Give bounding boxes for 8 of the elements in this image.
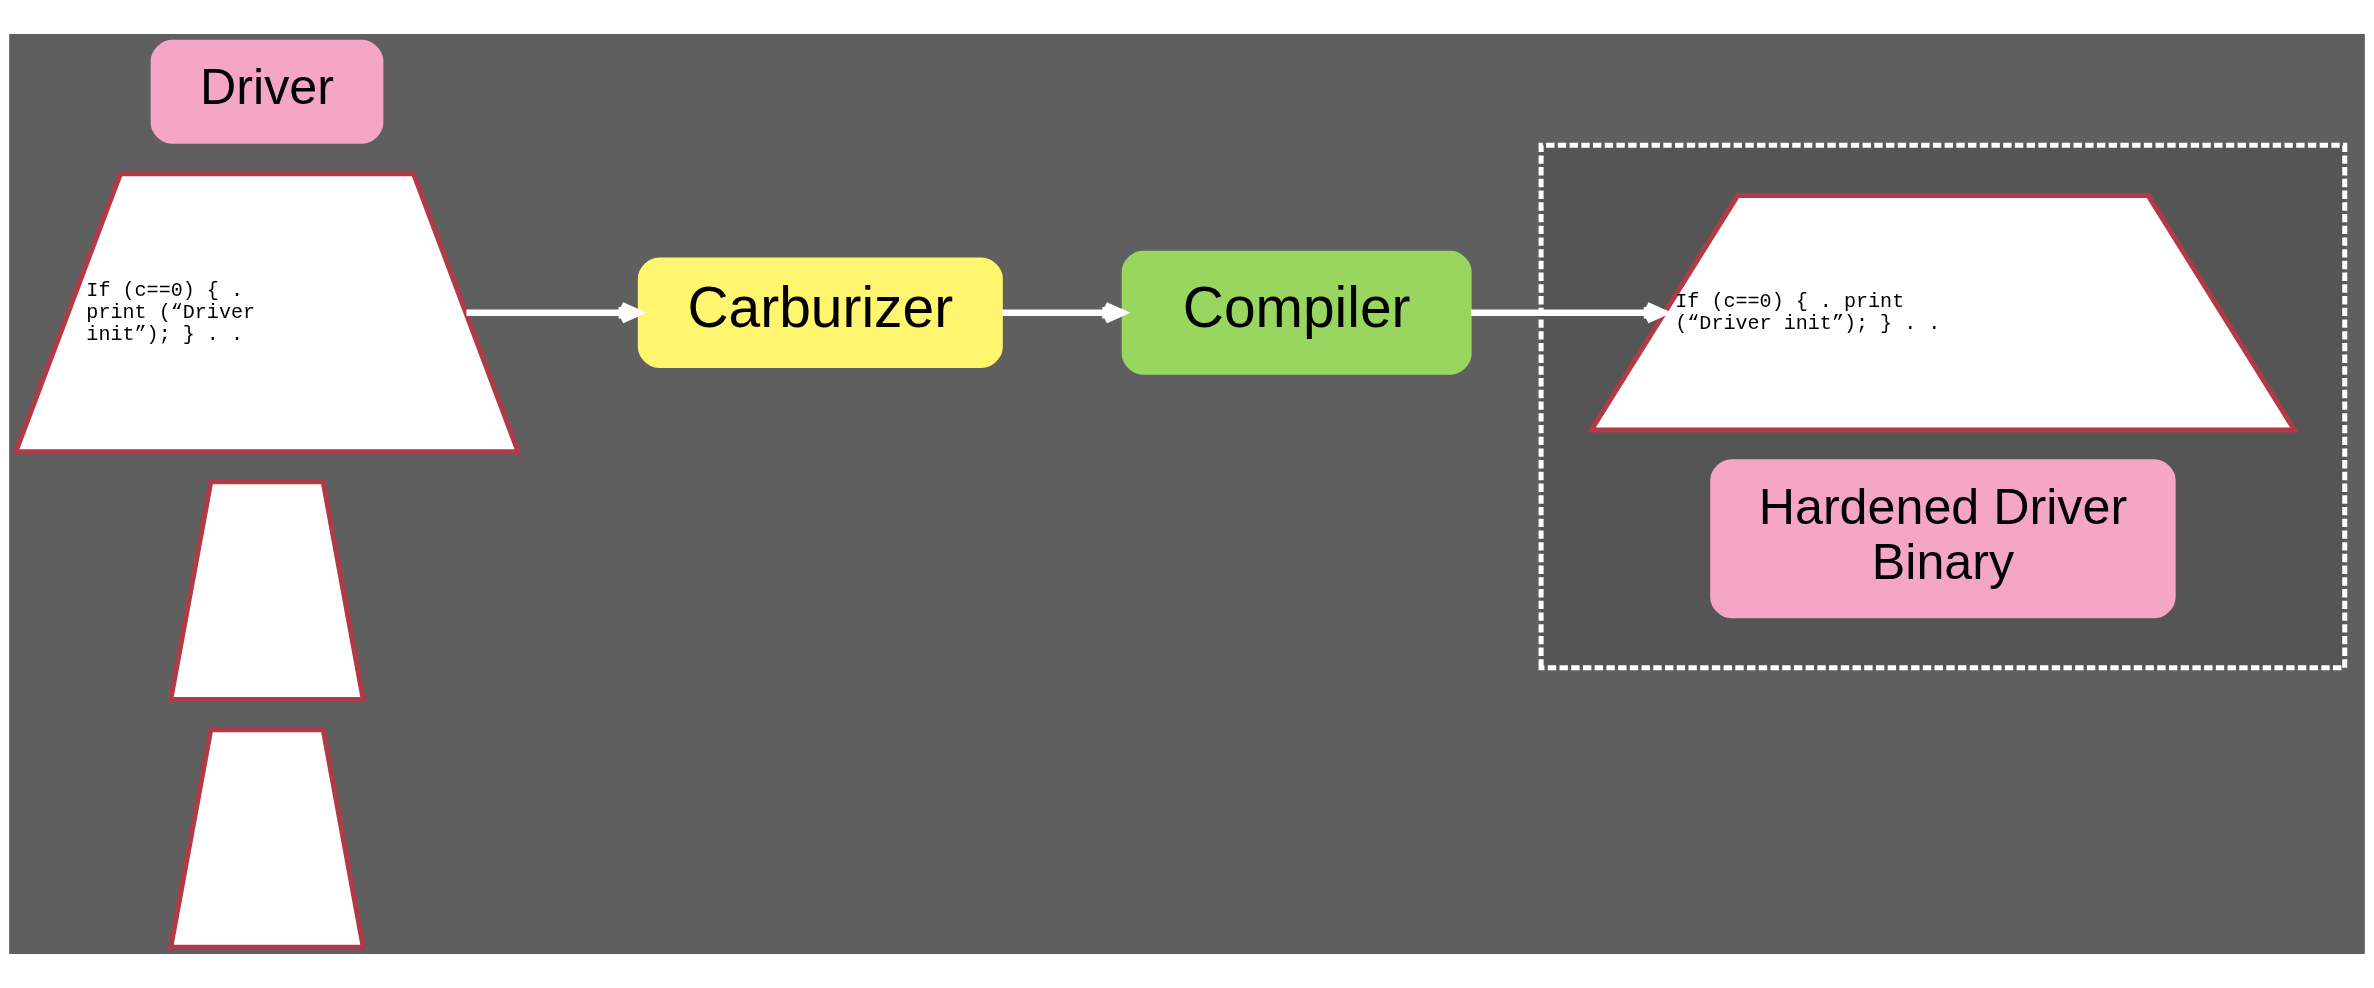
node-box: Carburizer <box>637 257 1003 368</box>
arrow <box>1471 301 1668 324</box>
node-box: Hardened Driver Binary <box>1710 459 2176 619</box>
node-box: Compiler <box>1121 250 1472 375</box>
node-trapezium <box>167 479 367 702</box>
node-trapezium <box>167 727 367 950</box>
cluster <box>1538 142 2348 671</box>
node-box: Driver <box>150 39 384 144</box>
